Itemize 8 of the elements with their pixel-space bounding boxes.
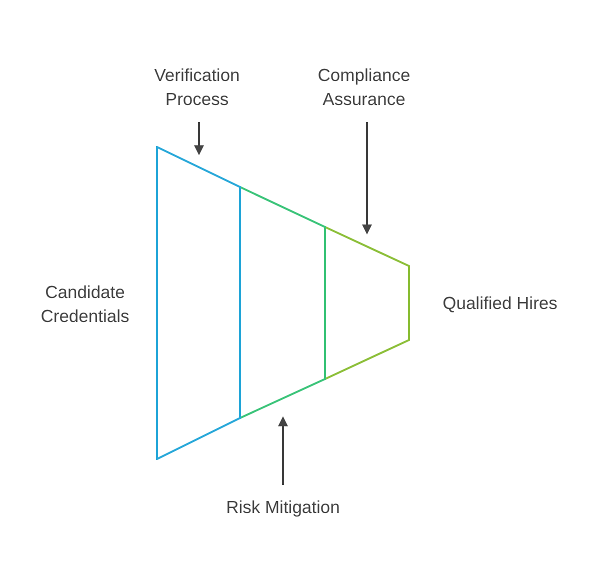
output-label: Qualified Hires — [442, 292, 558, 315]
stage-label: Verification Process — [127, 63, 267, 111]
arrow — [362, 122, 372, 234]
stage-label: Risk Mitigation — [203, 495, 363, 519]
arrow — [278, 416, 288, 485]
stage-label: Compliance Assurance — [294, 63, 434, 111]
input-label: Candidate Credentials — [40, 281, 130, 328]
arrow — [194, 122, 204, 156]
